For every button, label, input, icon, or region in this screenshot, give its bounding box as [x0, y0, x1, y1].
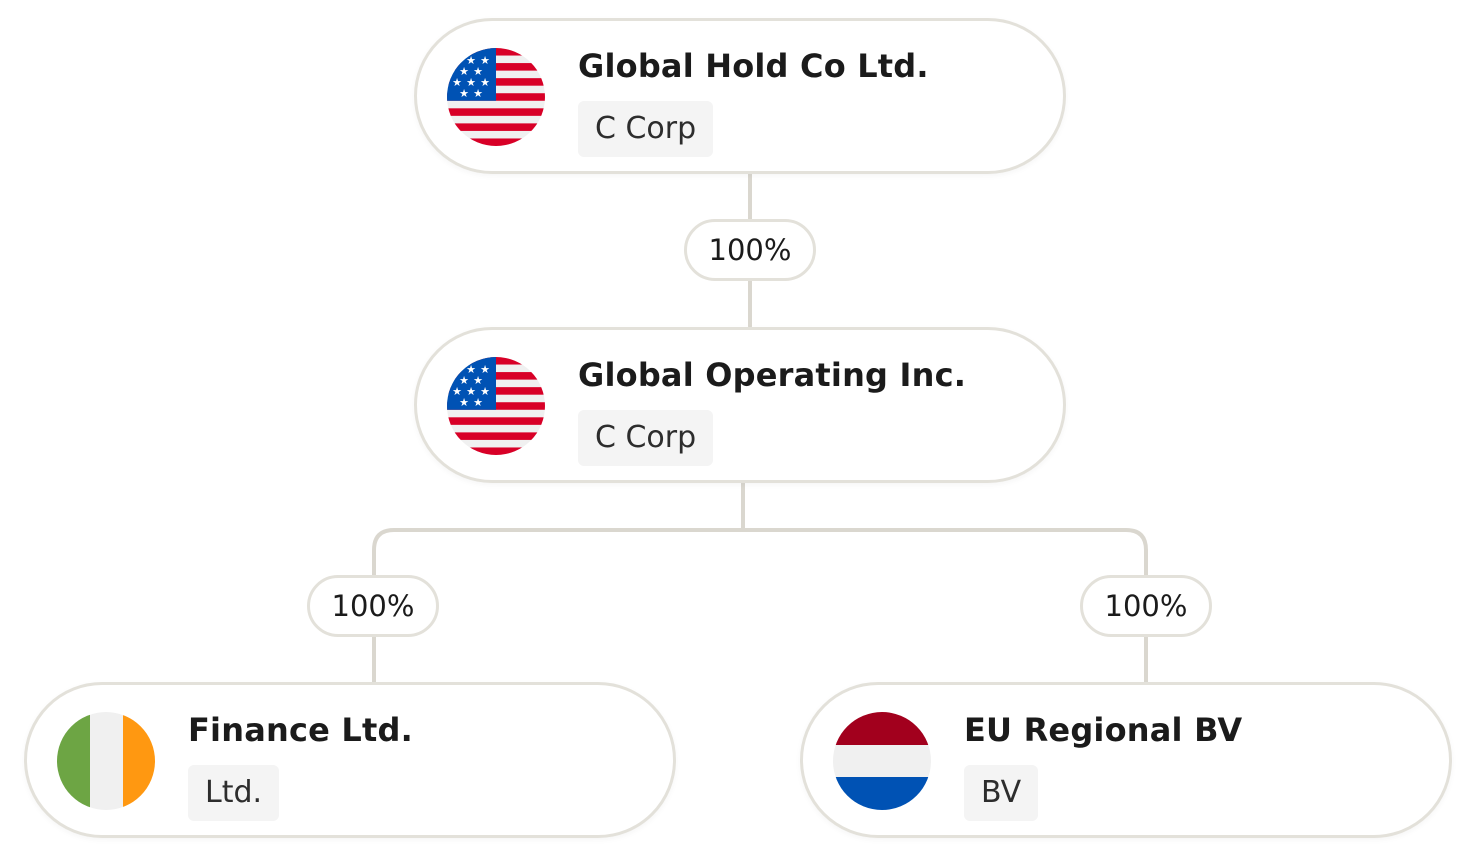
- entity-type-badge: Ltd.: [188, 765, 280, 821]
- svg-text:★: ★: [466, 76, 476, 89]
- svg-text:★: ★: [473, 396, 483, 409]
- entity-type-badge: C Corp: [578, 410, 714, 466]
- netherlands-flag-icon: [833, 712, 931, 810]
- svg-text:★: ★: [473, 87, 483, 100]
- connector-branch-left: [372, 528, 745, 685]
- ireland-flag-icon: [57, 712, 155, 810]
- entity-node-global-operating[interactable]: ★★★ ★★ ★★★ ★★ Global Operating Inc. C Co…: [414, 327, 1066, 483]
- entity-name: Global Operating Inc.: [578, 356, 967, 394]
- entity-name: Global Hold Co Ltd.: [578, 47, 929, 85]
- united-states-flag-icon: ★★★ ★★ ★★★ ★★: [447, 48, 545, 146]
- svg-text:★: ★: [480, 363, 490, 376]
- entity-name: Finance Ltd.: [188, 711, 413, 749]
- entity-type-badge: C Corp: [578, 101, 714, 157]
- svg-text:★: ★: [452, 76, 462, 89]
- entity-node-eu-regional[interactable]: EU Regional BV BV: [800, 682, 1452, 838]
- svg-text:★: ★: [480, 54, 490, 67]
- svg-text:★: ★: [473, 374, 483, 387]
- svg-text:★: ★: [466, 54, 476, 67]
- svg-text:★: ★: [480, 76, 490, 89]
- entity-name: EU Regional BV: [964, 711, 1243, 749]
- entity-node-finance[interactable]: Finance Ltd. Ltd.: [24, 682, 676, 838]
- ownership-percentage-badge: 100%: [1080, 575, 1212, 637]
- svg-text:★: ★: [459, 65, 469, 78]
- svg-text:★: ★: [452, 385, 462, 398]
- ownership-percentage-badge: 100%: [684, 219, 816, 281]
- svg-text:★: ★: [459, 374, 469, 387]
- svg-text:★: ★: [459, 396, 469, 409]
- ownership-percentage-badge: 100%: [307, 575, 439, 637]
- united-states-flag-icon: ★★★ ★★ ★★★ ★★: [447, 357, 545, 455]
- svg-text:★: ★: [480, 385, 490, 398]
- svg-text:★: ★: [459, 87, 469, 100]
- svg-text:★: ★: [466, 385, 476, 398]
- svg-text:★: ★: [473, 65, 483, 78]
- svg-text:★: ★: [466, 363, 476, 376]
- entity-node-global-hold-co[interactable]: ★★★ ★★ ★★★ ★★ Global Hold Co Ltd. C Corp: [414, 18, 1066, 174]
- connector-branch-right: [741, 528, 1148, 685]
- entity-type-badge: BV: [964, 765, 1039, 821]
